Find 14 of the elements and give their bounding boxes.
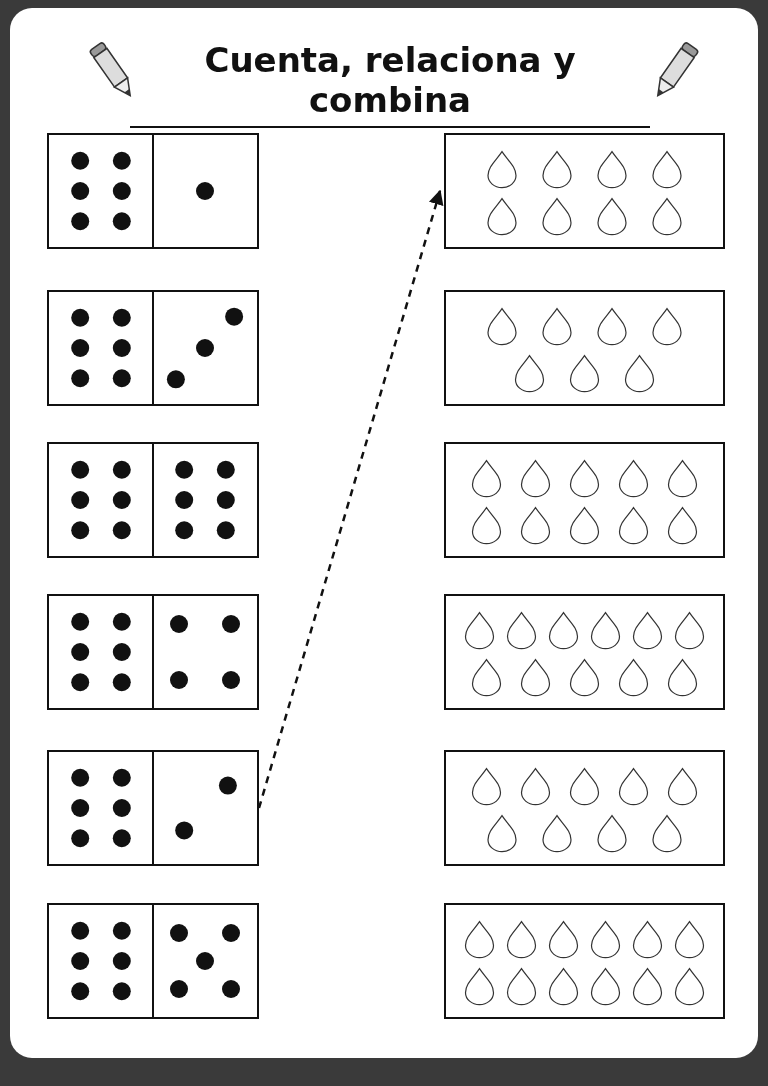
drop-box [444, 133, 725, 249]
drop-box [444, 750, 725, 866]
drop-box [444, 903, 725, 1019]
drop-box [444, 442, 725, 558]
domino-drawing [47, 290, 259, 406]
domino-drawing [47, 903, 259, 1019]
arrow [257, 189, 444, 809]
domino-drawing [47, 133, 259, 249]
domino-drawing [47, 594, 259, 710]
domino-drawing [47, 750, 259, 866]
drop-box [444, 594, 725, 710]
drop-box [444, 290, 725, 406]
domino-drawing [47, 442, 259, 558]
worksheet-title: Cuenta, relaciona y combina [130, 40, 650, 128]
